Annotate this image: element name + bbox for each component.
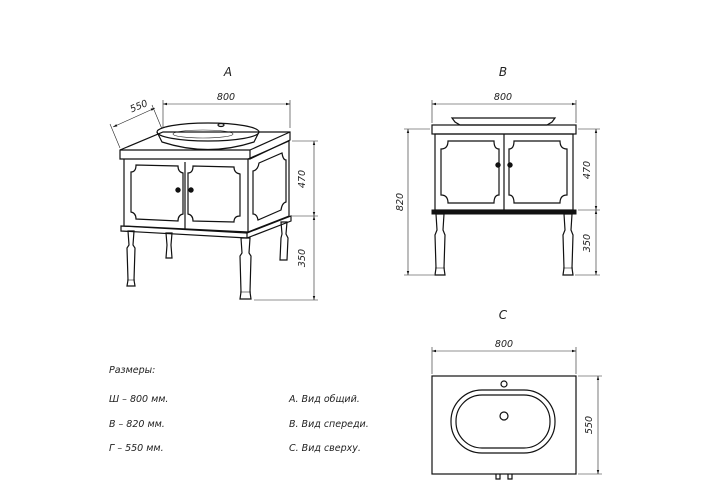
- view-b-cabinet-body: [431, 133, 577, 215]
- view-a-general: A: [109, 65, 318, 301]
- legend-title: Размеры:: [109, 365, 155, 376]
- view-a-legs: [126, 221, 289, 300]
- legend-view-b: В. Вид спереди.: [289, 419, 369, 430]
- view-b-front: B: [395, 65, 600, 276]
- legend-size-width: Ш – 800 мм.: [109, 394, 168, 405]
- view-b-total-height-dim: 820: [395, 193, 406, 211]
- view-b-dimensions: [404, 100, 600, 276]
- view-c-countertop: [431, 375, 577, 475]
- legend: Размеры: Ш – 800 мм. В – 820 мм. Г – 550…: [109, 365, 369, 454]
- view-a-width-dim: 800: [217, 92, 235, 103]
- view-b-body-height-dim: 470: [582, 161, 593, 179]
- view-a-depth-dim: 550: [129, 98, 150, 115]
- view-b-legs: [434, 213, 574, 276]
- legend-view-a: А. Вид общий.: [288, 394, 360, 405]
- view-a-leg-height-dim: 350: [297, 249, 308, 267]
- view-c-dimensions: [431, 347, 602, 475]
- view-b-washbasin: [450, 117, 557, 126]
- view-c-washbasin: [450, 380, 556, 480]
- view-c-depth-dim: 550: [584, 416, 595, 434]
- view-a-washbasin: [156, 122, 260, 151]
- view-c-top: C 800 550: [431, 308, 602, 480]
- view-a-label: A: [223, 65, 232, 79]
- view-b-width-dim: 800: [494, 92, 512, 103]
- view-a-countertop: [119, 131, 291, 160]
- view-b-label: B: [499, 65, 507, 79]
- view-a-body-height-dim: 470: [297, 170, 308, 188]
- view-b-leg-height-dim: 350: [582, 234, 593, 252]
- legend-view-c: С. Вид сверху.: [289, 443, 361, 454]
- view-c-width-dim: 800: [495, 339, 513, 350]
- view-c-label: C: [499, 308, 508, 322]
- view-a-dimensions: [109, 100, 318, 301]
- legend-size-height: В – 820 мм.: [109, 419, 165, 430]
- legend-size-depth: Г – 550 мм.: [109, 443, 164, 454]
- view-a-cabinet-body: [120, 140, 292, 239]
- view-b-countertop: [431, 124, 577, 135]
